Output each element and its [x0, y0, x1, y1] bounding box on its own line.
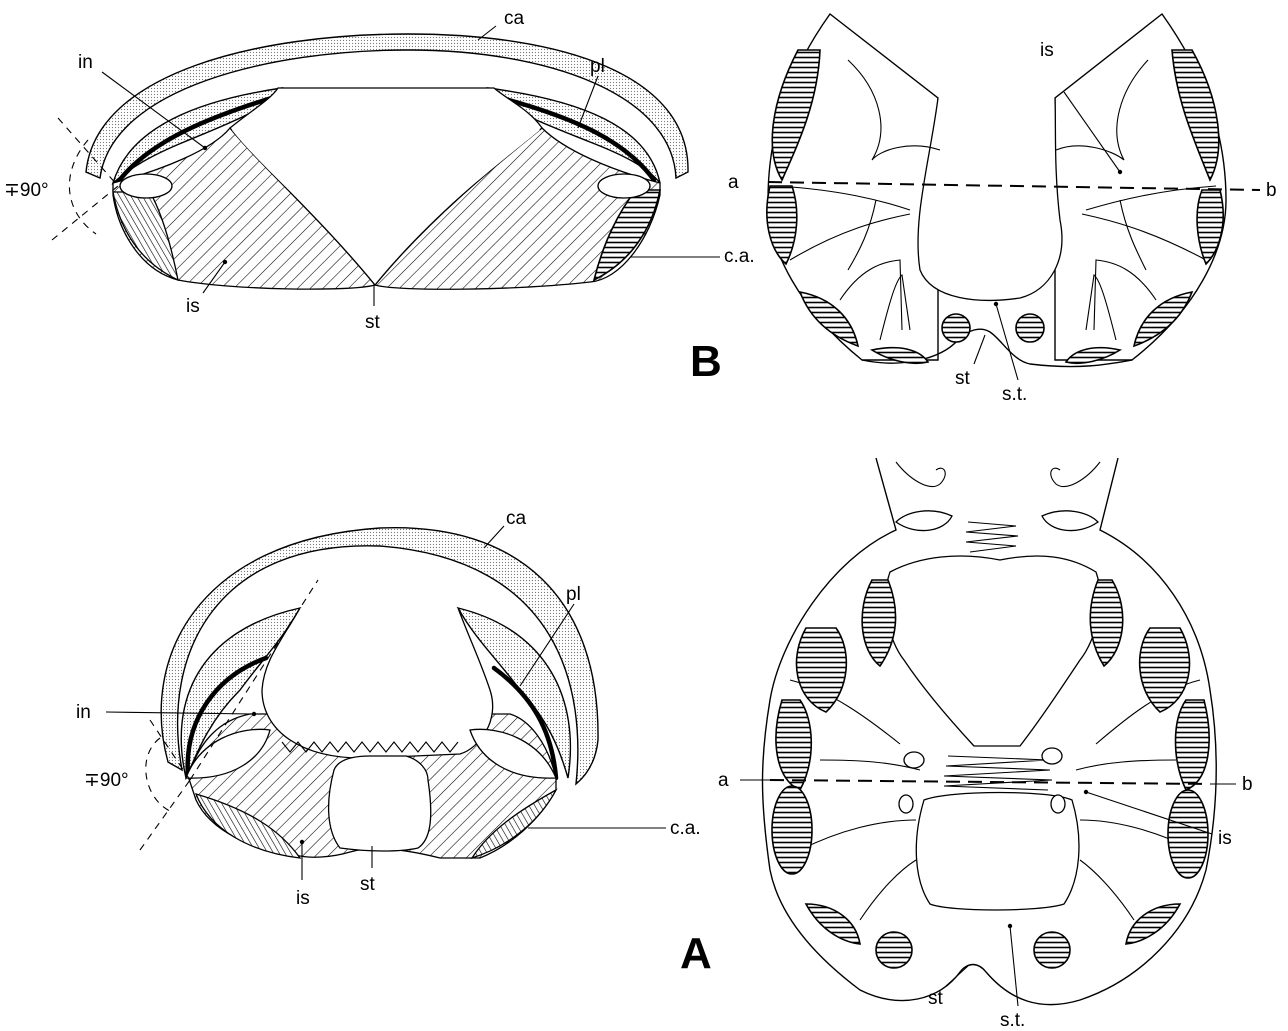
- label-st-a: st: [360, 874, 376, 895]
- label-std-a2: s.t.: [1000, 1010, 1025, 1031]
- leader-ca-a: [484, 526, 504, 548]
- panel-label-a: A: [680, 929, 712, 978]
- head-lobes-a: [896, 462, 1100, 487]
- panel-a: ca pl in ∓90° is st c.a.: [76, 458, 1253, 1031]
- angle-ray-2a: [140, 780, 190, 850]
- zigzag-mid-a: [944, 756, 1052, 790]
- panel-a-ventral-view: a b is st s.t.: [718, 458, 1253, 1031]
- muscle-a-8: [1168, 790, 1208, 878]
- muscle-base-left: [872, 348, 928, 364]
- small-pore-2: [1042, 748, 1062, 764]
- muscle-upper-right: [1172, 50, 1219, 180]
- muscle-a-10: [1126, 904, 1180, 944]
- left-inner-lobe: [848, 60, 940, 160]
- label-b-b: b: [1266, 180, 1277, 201]
- head-pore-right: [1042, 511, 1098, 531]
- muscle-a-6: [1176, 700, 1210, 790]
- panel-a-cross-section: ca pl in ∓90° is st c.a.: [76, 508, 701, 909]
- label-ca: ca: [504, 8, 525, 29]
- gut-cavity: [918, 98, 1062, 300]
- muscle-low-right: [1134, 292, 1192, 346]
- panel-b: ca pl in ∓90° is st c.a.: [4, 8, 1277, 405]
- panel-b-ventral-view: is a b st s.t.: [728, 14, 1277, 405]
- pore-left: [120, 174, 172, 198]
- leader-std-b: [996, 304, 1018, 380]
- label-a-b: a: [728, 172, 739, 193]
- right-inner-lobe: [1056, 60, 1148, 160]
- label-b-a: b: [1242, 774, 1253, 795]
- angle-ray-2: [52, 186, 118, 240]
- muscle-mid-right: [1197, 190, 1223, 264]
- label-is: is: [186, 296, 200, 317]
- muscle-a-5: [776, 700, 811, 790]
- muscle-a-1: [862, 580, 895, 666]
- zigzag-head: [966, 522, 1018, 552]
- label-in-a: in: [76, 702, 91, 723]
- label-pl-a: pl: [566, 584, 581, 605]
- label-angle: ∓90°: [4, 180, 49, 201]
- head-pore-left: [896, 511, 952, 531]
- pore-a-left: [876, 932, 912, 968]
- muscle-low-left: [800, 292, 858, 346]
- inner-cavity-a: [262, 608, 493, 758]
- label-is-a: is: [296, 888, 310, 909]
- upper-cavity-a: [886, 556, 1100, 746]
- label-in: in: [78, 52, 93, 73]
- label-st-a2: st: [928, 988, 944, 1009]
- pore-circle-left: [942, 314, 970, 342]
- right-septum: [1082, 186, 1216, 270]
- leader-st-a2: [946, 966, 968, 986]
- muscle-a-9: [806, 904, 860, 944]
- leader-in-a: [106, 712, 254, 714]
- central-plate-a: [329, 756, 431, 851]
- small-pore-4: [1051, 795, 1065, 813]
- muscle-a-2: [1090, 580, 1122, 666]
- muscle-upper-left: [772, 50, 820, 180]
- label-st: st: [365, 312, 381, 333]
- muscle-base-right: [1066, 348, 1120, 364]
- pore-circle-right: [1016, 314, 1044, 342]
- label-std-b: s.t.: [1002, 384, 1027, 405]
- muscle-a-3: [796, 628, 846, 712]
- label-angle-a: ∓90°: [84, 770, 129, 791]
- label-is-a2: is: [1218, 828, 1232, 849]
- pore-right: [598, 174, 650, 198]
- panel-b-cross-section: ca pl in ∓90° is st c.a.: [4, 8, 755, 333]
- leader-is-b: [1064, 92, 1120, 172]
- label-a-a: a: [718, 770, 729, 791]
- pore-a-right: [1034, 932, 1070, 968]
- label-ca-a: ca: [506, 508, 527, 529]
- small-pore-1: [904, 752, 924, 768]
- label-cadot-a: c.a.: [670, 818, 701, 839]
- left-septum: [778, 186, 910, 270]
- label-pl: pl: [590, 56, 605, 77]
- small-pore-3: [899, 795, 913, 813]
- label-st-b: st: [955, 368, 971, 389]
- label-is-b: is: [1040, 40, 1054, 61]
- label-cadot: c.a.: [724, 246, 755, 267]
- muscle-mid-left: [767, 186, 797, 264]
- panel-label-b: B: [690, 337, 722, 386]
- muscle-a-7: [772, 786, 812, 874]
- muscle-a-4: [1140, 628, 1190, 712]
- leader-st-b: [974, 335, 985, 364]
